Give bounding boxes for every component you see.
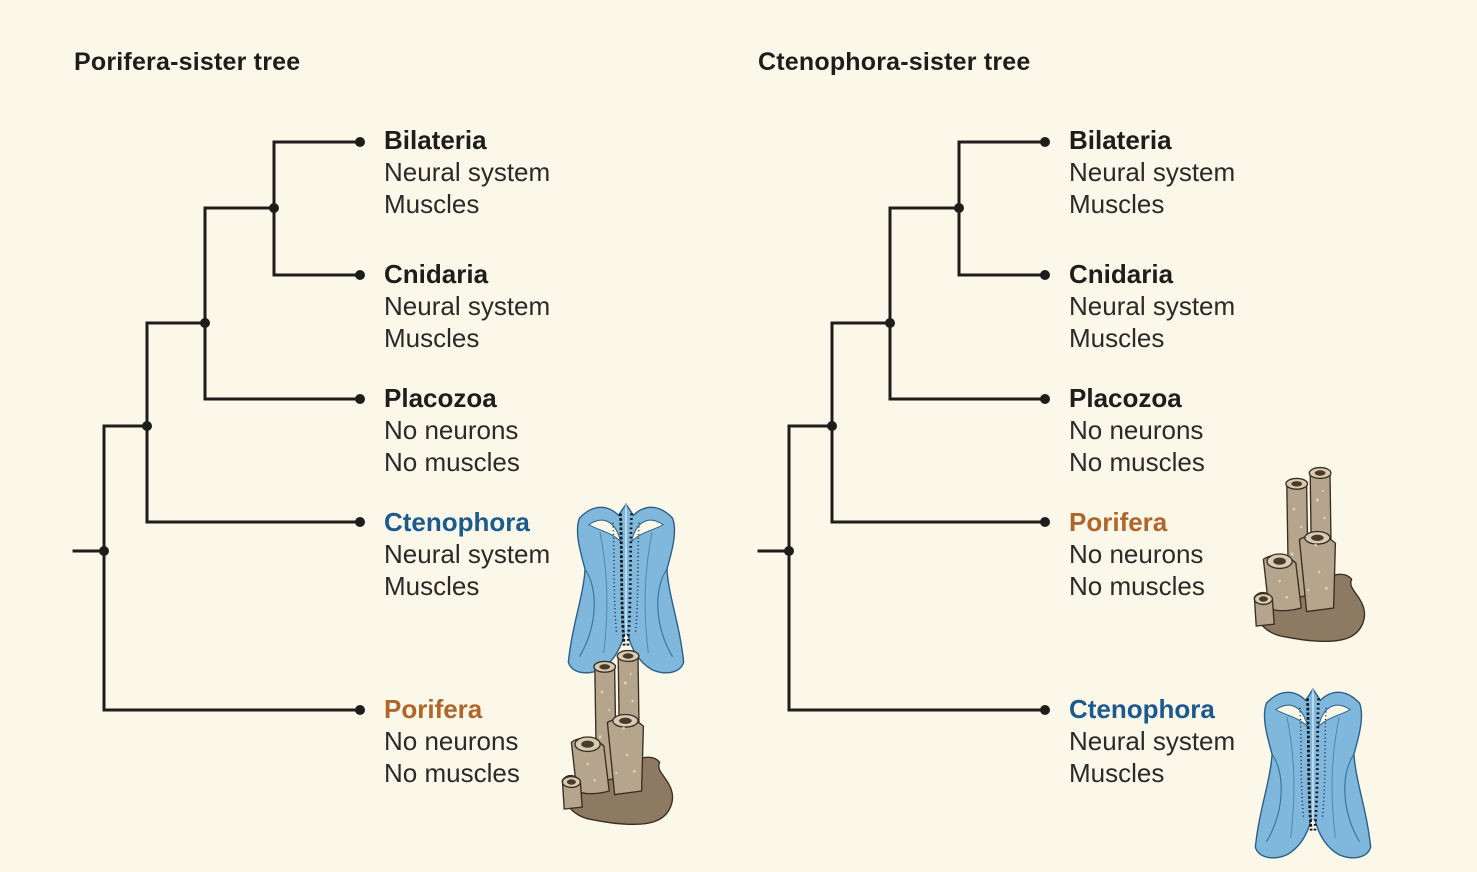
taxon-trait: Muscles (1069, 323, 1165, 353)
taxon-trait: Neural system (1069, 291, 1236, 321)
taxon-name: Placozoa (384, 383, 497, 413)
taxon-porifera: Porifera No neurons No muscles (384, 693, 520, 789)
taxon-name: Porifera (1069, 507, 1168, 537)
taxon-trait: Neural system (1069, 726, 1236, 756)
taxon-trait: Neural system (384, 539, 551, 569)
porifera-sister-tree-nodes (99, 137, 365, 715)
taxon-ctenophora: Ctenophora Neural system Muscles (1069, 693, 1235, 789)
porifera-sister-tree-branches (72, 140, 362, 712)
taxon-ctenophora: Ctenophora Neural system Muscles (384, 506, 550, 602)
taxon-name: Ctenophora (1069, 694, 1215, 724)
taxon-name: Placozoa (1069, 383, 1182, 413)
taxon-trait: Neural system (384, 291, 551, 321)
panel-title: Porifera-sister tree (74, 48, 301, 76)
taxon-name: Bilateria (384, 125, 487, 155)
taxon-name: Cnidaria (1069, 259, 1174, 289)
sponge-icon (1253, 466, 1366, 643)
taxon-cnidaria: Cnidaria Neural system Muscles (384, 258, 550, 354)
taxon-trait: Neural system (1069, 157, 1236, 187)
comb-jelly-icon (566, 502, 686, 675)
taxon-trait: Neural system (384, 157, 551, 187)
taxon-trait: No muscles (1069, 447, 1205, 477)
comb-jelly-icon (1253, 687, 1373, 860)
taxon-trait: No neurons (384, 726, 519, 756)
taxon-name: Cnidaria (384, 259, 489, 289)
taxon-trait: Muscles (1069, 189, 1165, 219)
taxon-trait: Muscles (1069, 758, 1165, 788)
ctenophora-sister-tree-nodes (784, 137, 1050, 715)
taxon-name: Ctenophora (384, 507, 530, 537)
taxon-porifera: Porifera No neurons No muscles (1069, 506, 1205, 602)
ctenophora-sister-tree-branches (757, 140, 1047, 712)
taxon-trait: No neurons (1069, 415, 1204, 445)
taxon-trait: No neurons (1069, 539, 1204, 569)
taxon-cnidaria: Cnidaria Neural system Muscles (1069, 258, 1235, 354)
taxon-placozoa: Placozoa No neurons No muscles (1069, 382, 1205, 478)
taxon-placozoa: Placozoa No neurons No muscles (384, 382, 520, 478)
taxon-trait: No neurons (384, 415, 519, 445)
sponge-icon (561, 649, 674, 826)
taxon-trait: No muscles (384, 758, 520, 788)
taxon-trait: Muscles (384, 189, 480, 219)
taxon-trait: No muscles (1069, 571, 1205, 601)
taxon-trait: No muscles (384, 447, 520, 477)
taxon-trait: Muscles (384, 323, 480, 353)
taxon-bilateria: Bilateria Neural system Muscles (1069, 124, 1235, 220)
panel-title: Ctenophora-sister tree (758, 48, 1031, 76)
taxon-trait: Muscles (384, 571, 480, 601)
taxon-name: Bilateria (1069, 125, 1172, 155)
taxon-name: Porifera (384, 694, 483, 724)
taxon-bilateria: Bilateria Neural system Muscles (384, 124, 550, 220)
